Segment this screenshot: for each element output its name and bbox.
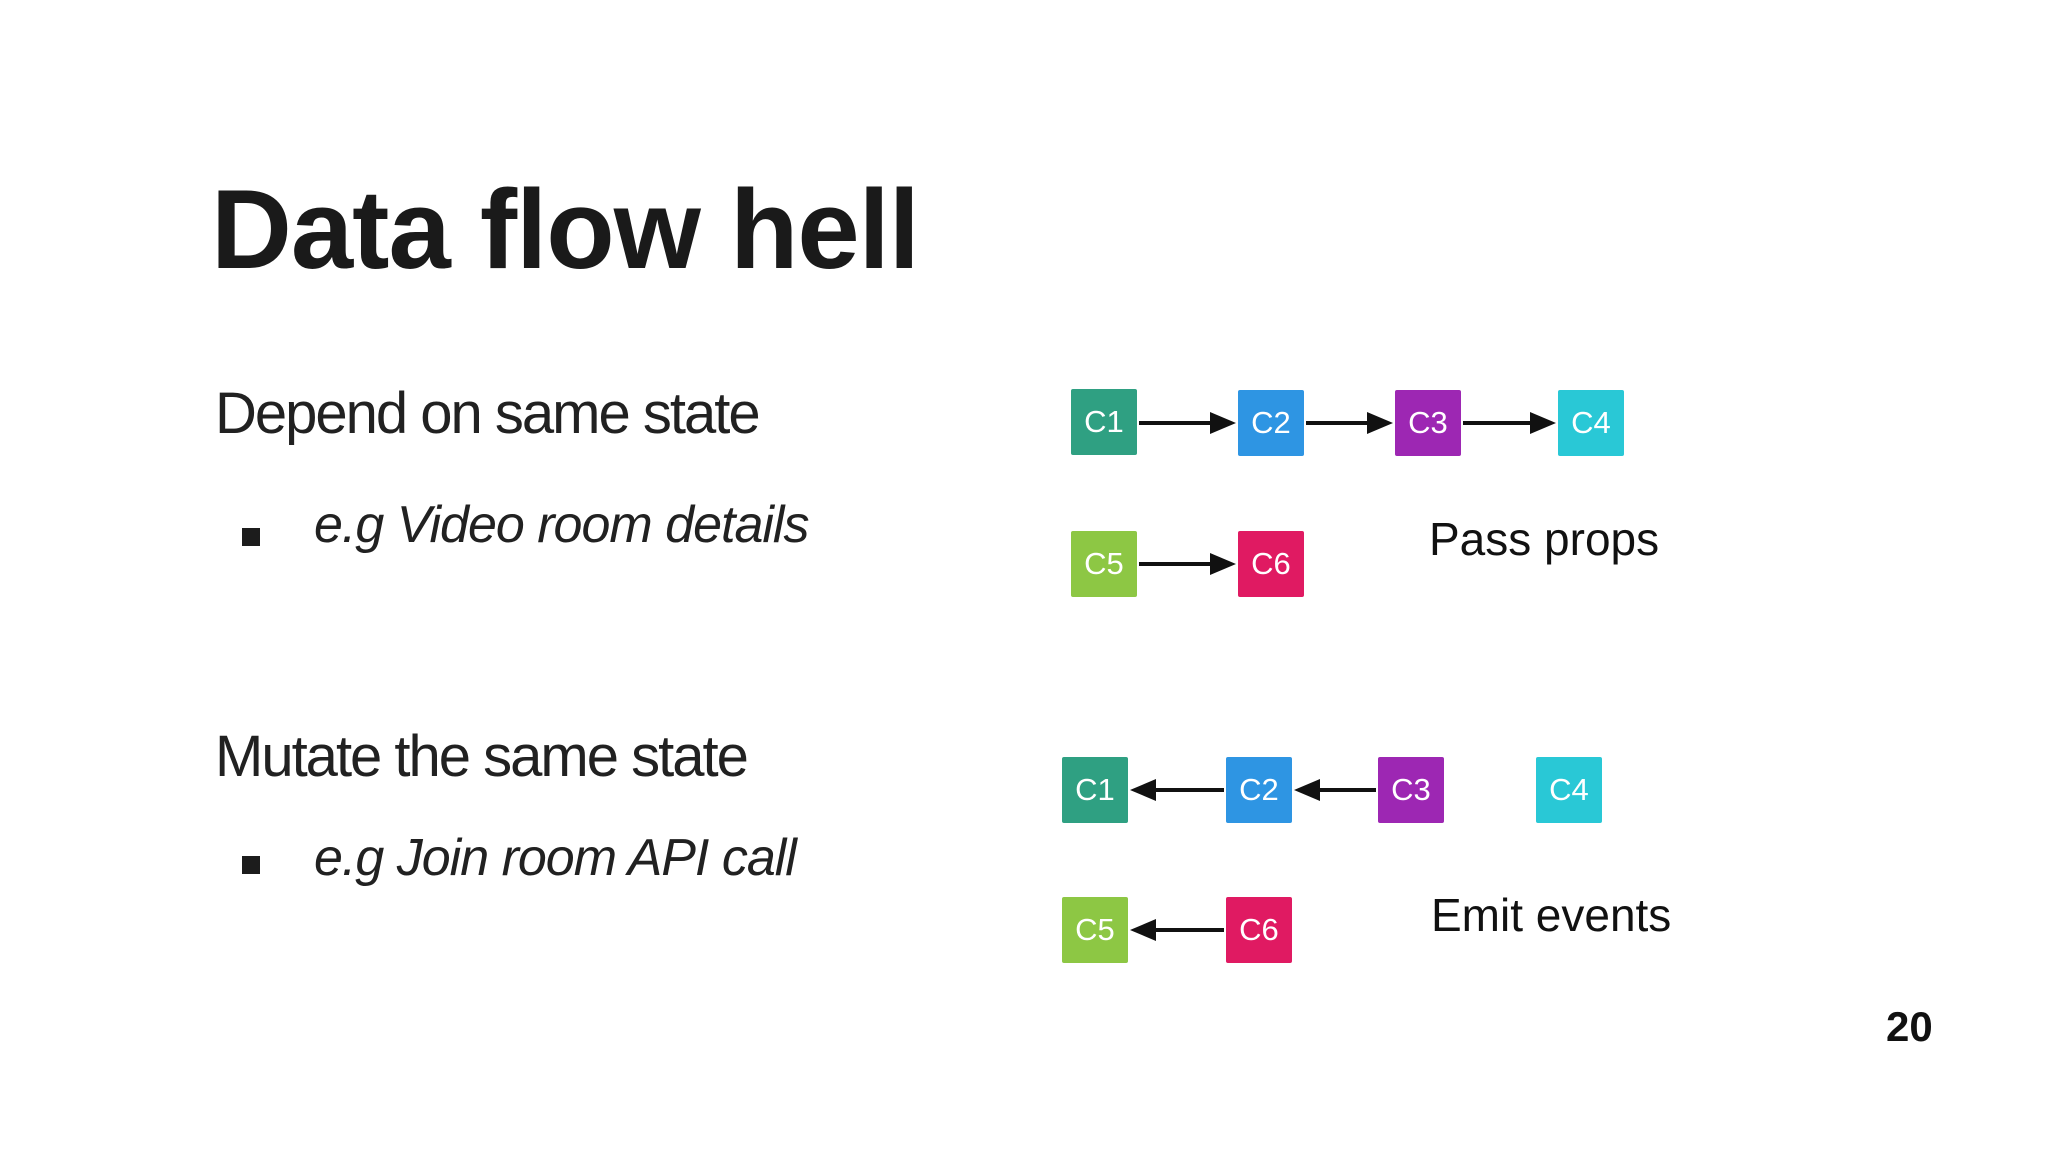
sub-bullet-video-room: e.g Video room details <box>314 496 809 554</box>
sub-bullet-join-room: e.g Join room API call <box>314 829 797 887</box>
box-c5-pass-props: C5 <box>1071 531 1137 597</box>
flow-arrow-right <box>1139 421 1212 425</box>
box-c3-pass-props: C3 <box>1395 390 1461 456</box>
box-c6-emit-events: C6 <box>1226 897 1292 963</box>
arrowhead-left-icon <box>1130 919 1156 941</box>
arrowhead-right-icon <box>1210 412 1236 434</box>
bullet-square-icon <box>242 528 260 546</box>
box-c2-emit-events: C2 <box>1226 757 1292 823</box>
bullet-square-icon <box>242 856 260 874</box>
bullet-heading-depend: Depend on same state <box>215 381 761 446</box>
box-c6-pass-props: C6 <box>1238 531 1304 597</box>
diagram-caption-emit-events: Emit events <box>1431 889 1672 941</box>
page-number: 20 <box>1886 1003 1933 1050</box>
arrowhead-right-icon <box>1367 412 1393 434</box>
box-c2-pass-props: C2 <box>1238 390 1304 456</box>
box-c4-emit-events: C4 <box>1536 757 1602 823</box>
box-c1-pass-props: C1 <box>1071 389 1137 455</box>
flow-arrow-right <box>1306 421 1369 425</box>
flow-arrow-right <box>1463 421 1532 425</box>
flow-arrow-left <box>1154 928 1224 932</box>
flow-arrow-right <box>1139 562 1212 566</box>
box-c4-pass-props: C4 <box>1558 390 1624 456</box>
box-c3-emit-events: C3 <box>1378 757 1444 823</box>
slide-title: Data flow hell <box>211 167 920 292</box>
diagram-caption-pass-props: Pass props <box>1429 513 1660 565</box>
flow-arrow-left <box>1154 788 1224 792</box>
arrowhead-right-icon <box>1530 412 1556 434</box>
box-c1-emit-events: C1 <box>1062 757 1128 823</box>
arrowhead-left-icon <box>1294 779 1320 801</box>
arrowhead-right-icon <box>1210 553 1236 575</box>
arrowhead-left-icon <box>1130 779 1156 801</box>
flow-arrow-left <box>1318 788 1376 792</box>
bullet-heading-mutate: Mutate the same state <box>215 724 749 789</box>
box-c5-emit-events: C5 <box>1062 897 1128 963</box>
